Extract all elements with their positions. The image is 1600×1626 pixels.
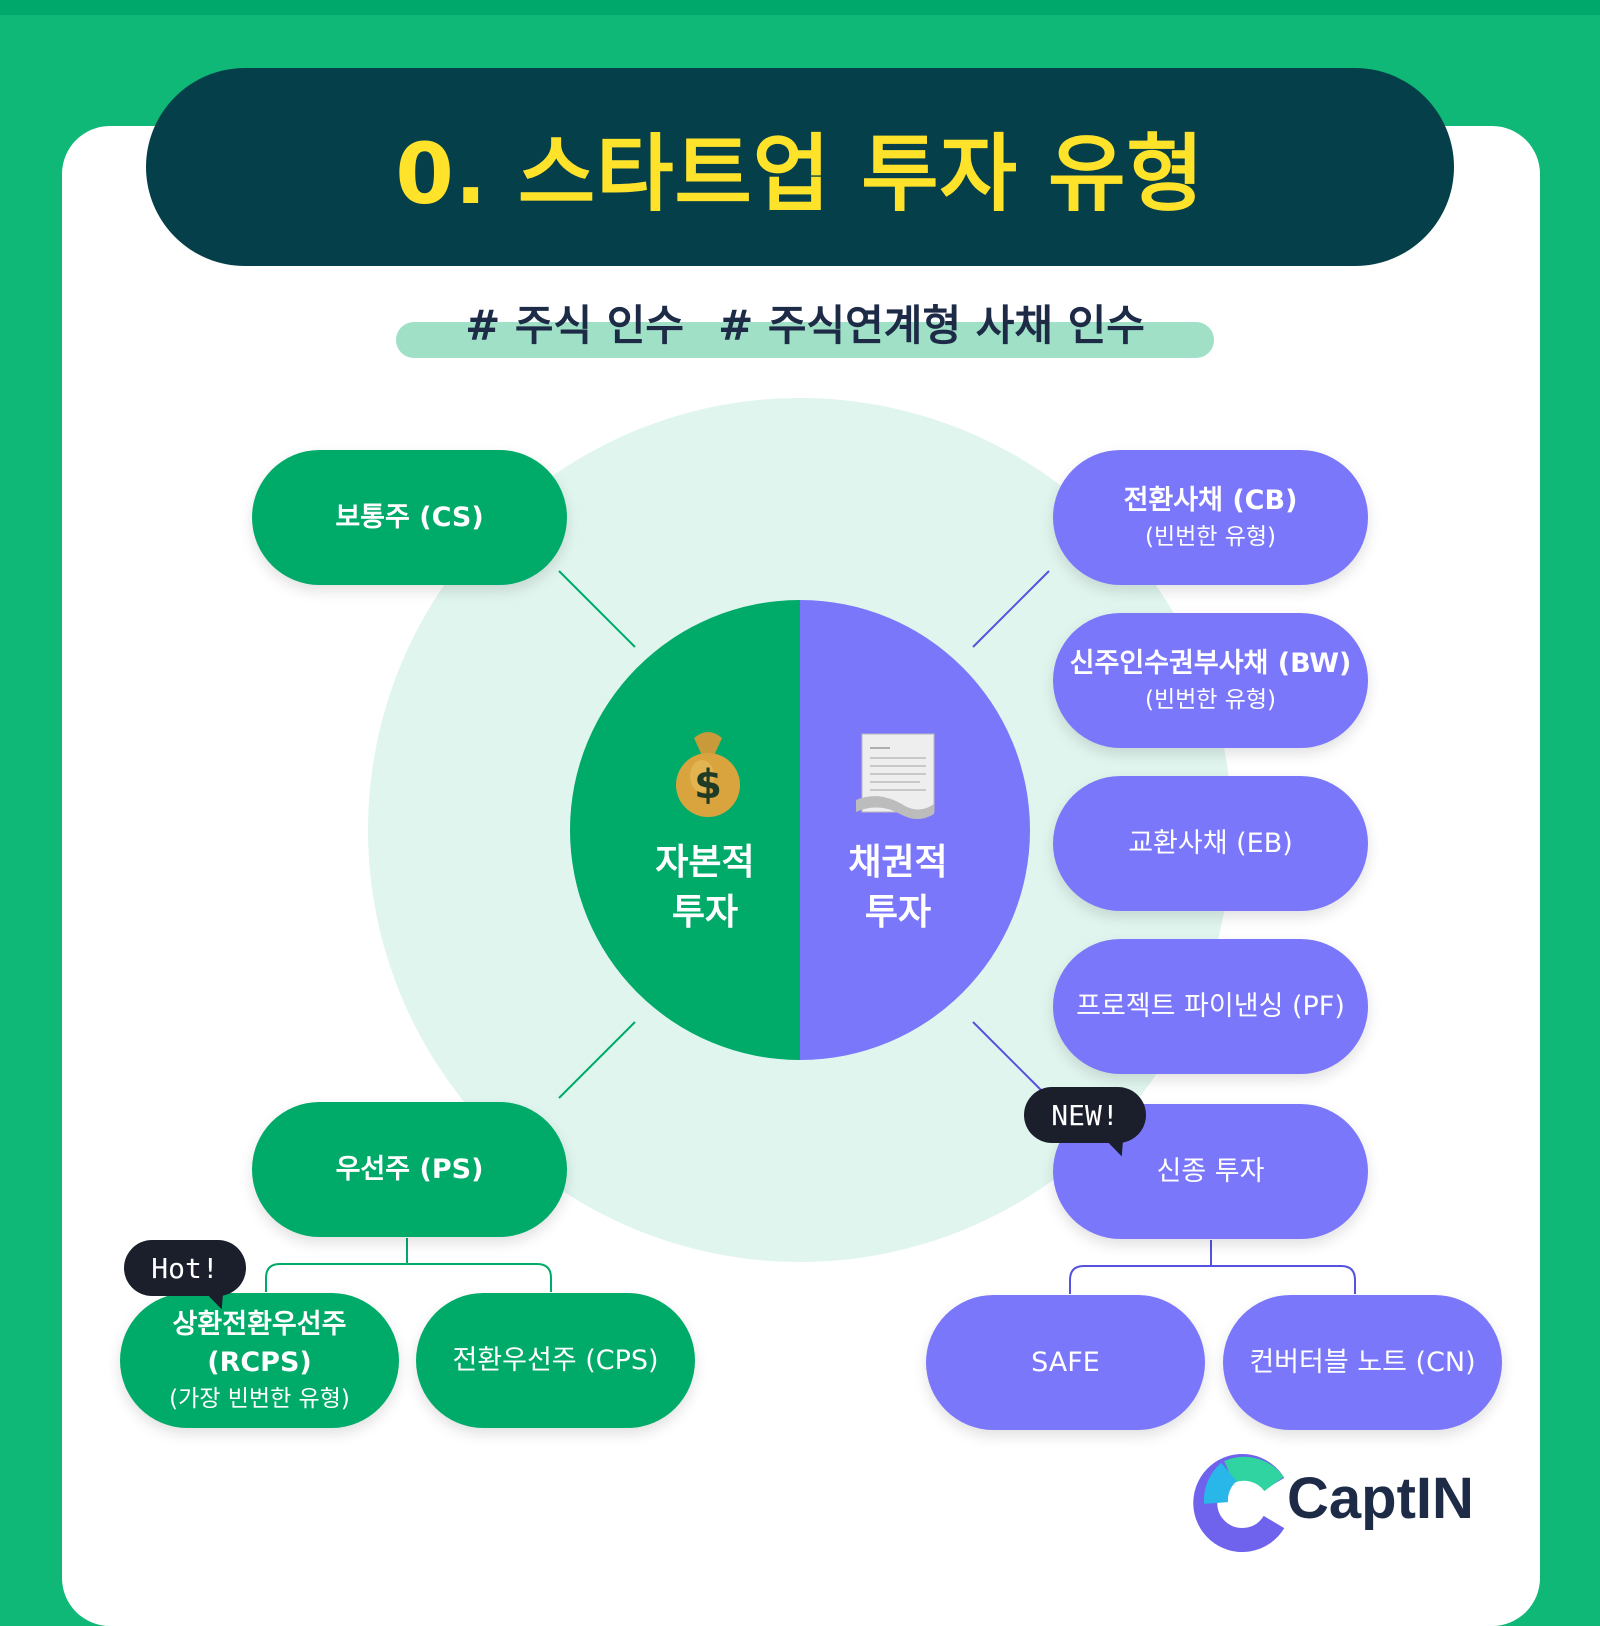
tag-line: # 주식 인수 # 주식연계형 사채 인수 [396,292,1214,352]
equity-investment-label: 자본적 투자 [655,842,755,933]
title-banner: 0. 스타트업 투자 유형 [146,68,1454,266]
page-title: 0. 스타트업 투자 유형 [395,124,1205,223]
captin-logo-icon [1193,1454,1285,1552]
node-preferred-stock: 우선주 (PS) [252,1102,567,1237]
node-convertible-note: 컨버터블 노트 (CN) [1223,1295,1502,1430]
connector-ps [558,1021,636,1099]
tag-highlight [396,322,1214,358]
top-border [0,0,1600,15]
node-cps: 전환우선주 (CPS) [416,1293,695,1428]
connector-cs [558,570,636,648]
money-bag-icon: $ [676,732,740,817]
node-common-stock: 보통주 (CS) [252,450,567,585]
hot-badge: Hot! [124,1240,246,1296]
node-rcps: 상환전환우선주 (RCPS) (가장 빈번한 유형) [120,1293,399,1428]
tree-ps [265,1238,552,1292]
node-convertible-bond: 전환사채 (CB) (빈번한 유형) [1053,450,1368,585]
center-equity-half [570,600,800,1060]
svg-text:$: $ [694,762,722,808]
document-icon [856,733,935,819]
connector-cb [972,570,1050,648]
captin-logo-text: CaptIN [1287,1466,1474,1531]
connector-new [972,1021,1042,1091]
node-exchangeable-bond: 교환사채 (EB) [1053,776,1368,911]
new-badge: NEW! [1024,1087,1146,1143]
center-debt-half [800,600,1030,1060]
node-bond-with-warrant: 신주인수권부사채 (BW) (빈번한 유형) [1053,613,1368,748]
node-project-financing: 프로젝트 파이낸싱 (PF) [1053,939,1368,1074]
debt-investment-label: 채권적 투자 [848,842,948,933]
tree-new-type [1069,1240,1356,1294]
tag-stock-acquisition: # 주식 인수 [465,300,685,350]
tag-equity-linked-bond: # 주식연계형 사채 인수 [718,300,1145,350]
node-safe: SAFE [926,1295,1205,1430]
